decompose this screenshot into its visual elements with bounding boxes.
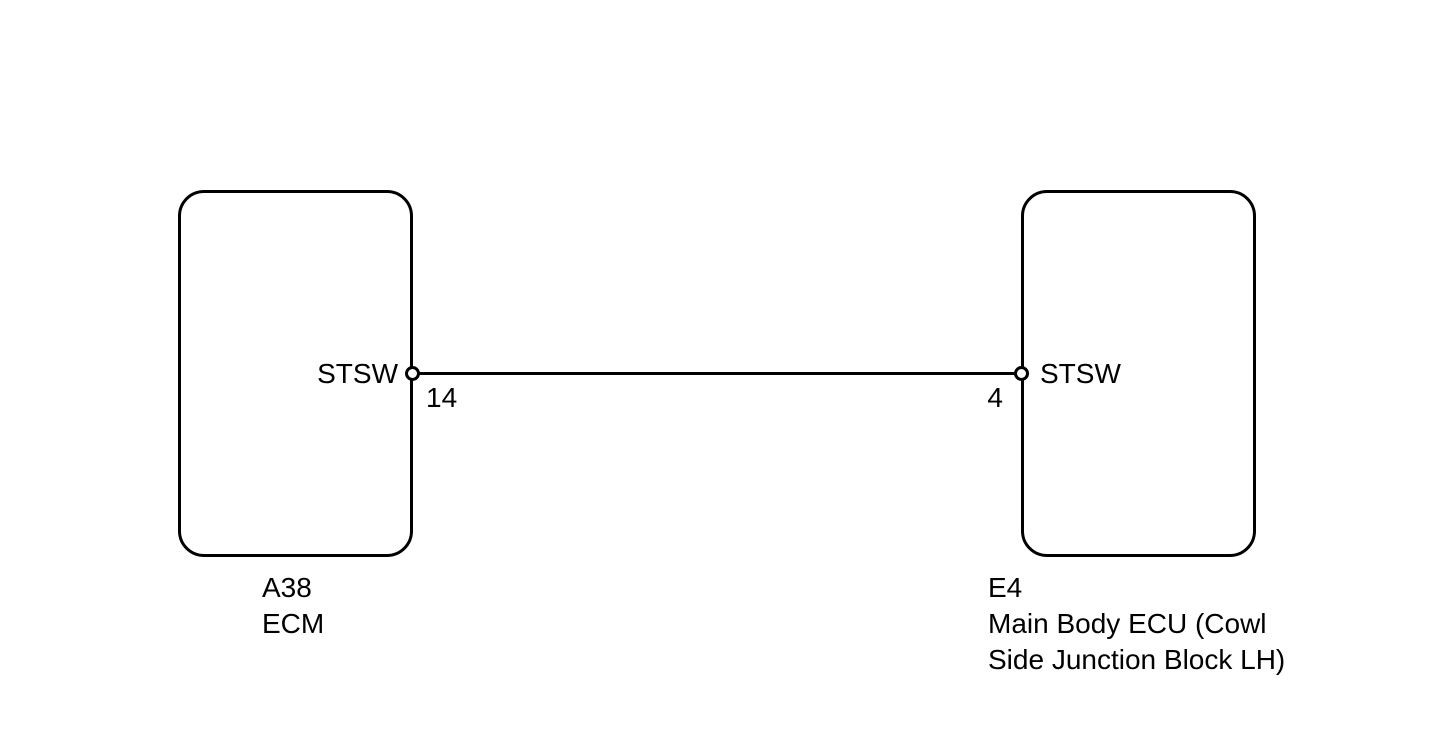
component-caption-a38: A38 ECM bbox=[262, 570, 582, 642]
wire-stsw bbox=[413, 372, 1021, 375]
component-name-main-body-ecu: Main Body ECU (Cowl Side Junction Block … bbox=[988, 608, 1286, 675]
pin-number-right: 4 bbox=[987, 382, 1003, 413]
pin-number-left: 14 bbox=[426, 382, 458, 413]
pin-signal-label-right: STSW bbox=[1040, 358, 1121, 389]
pin-signal-label-left: STSW bbox=[317, 358, 398, 389]
terminal-circle-icon-right bbox=[1014, 366, 1029, 381]
component-code-a38: A38 bbox=[262, 572, 312, 603]
component-caption-e4: E4 Main Body ECU (Cowl Side Junction Blo… bbox=[988, 570, 1308, 678]
connector-box-a38 bbox=[178, 190, 413, 557]
connector-box-e4 bbox=[1021, 190, 1256, 557]
component-name-ecm: ECM bbox=[262, 608, 325, 639]
component-code-e4: E4 bbox=[988, 572, 1023, 603]
terminal-circle-icon-left bbox=[405, 366, 420, 381]
